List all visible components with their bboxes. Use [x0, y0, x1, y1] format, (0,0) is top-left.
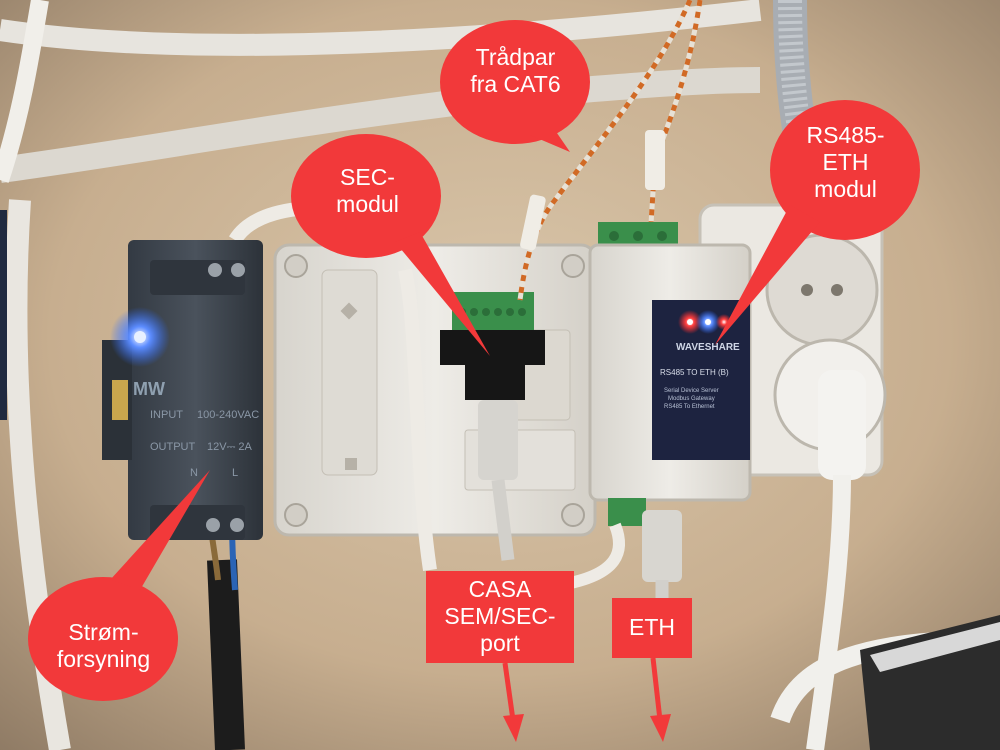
- power-plug: [818, 370, 866, 480]
- cable-white-rs485: [558, 522, 626, 591]
- psu-input-label: INPUT: [150, 409, 183, 421]
- psu-terminal-l: L: [232, 467, 238, 479]
- rs485-eth-module: WAVESHARE RS485 TO ETH (B) Serial Device…: [588, 222, 752, 526]
- rs485-brand-label: WAVESHARE: [676, 342, 740, 353]
- psu-brand-label: MW: [133, 379, 165, 399]
- rj45-plug-eth: [642, 510, 682, 582]
- callout-eth-text: ETH: [629, 614, 675, 640]
- callout-eth: [612, 598, 692, 742]
- callout-cat6-text: Trådpar fra CAT6: [470, 44, 561, 97]
- psu-terminal-n: N: [190, 467, 198, 479]
- rs485-model-label: RS485 TO ETH (B): [660, 368, 729, 377]
- callout-sec-text: SEC- modul: [336, 164, 399, 217]
- callout-rs485: [715, 100, 920, 345]
- callout-cat6: [440, 20, 590, 152]
- psu-output-spec: 12V⎓ 2A: [207, 441, 253, 453]
- heat-shrink: [645, 130, 665, 190]
- heat-shrink-2: [520, 194, 546, 251]
- cable-black-power: [207, 559, 245, 750]
- rj45-adapter: [440, 330, 545, 400]
- device-bottom-right-top: [870, 622, 1000, 672]
- callout-psu-text: Strøm- forsyning: [56, 619, 151, 672]
- rs485-bottom-terminal: [608, 498, 646, 526]
- cable-casa: [491, 479, 515, 561]
- callout-psu: [28, 470, 210, 701]
- cable-power-plug: [806, 474, 851, 750]
- rj45-plug-sec: [478, 400, 518, 480]
- background-cable-left-top: [0, 0, 49, 183]
- psu-input-spec: 100-240VAC: [197, 409, 259, 421]
- rs485-line2: Modbus Gateway: [668, 396, 715, 402]
- rs485-line3: RS485 To Ethernet: [664, 404, 715, 410]
- callout-casa: [426, 571, 574, 742]
- callout-rs485-text: RS485- ETH modul: [806, 122, 885, 202]
- rs485-line1: Serial Device Server: [664, 388, 719, 394]
- background-cable-top: [0, 0, 762, 56]
- cable-white-sec: [398, 268, 437, 572]
- callout-casa-text: CASA SEM/SEC- port: [444, 576, 556, 656]
- psu-output-label: OUTPUT: [150, 441, 196, 453]
- twisted-pair-orange: [517, 0, 693, 301]
- callout-sec: [291, 134, 490, 356]
